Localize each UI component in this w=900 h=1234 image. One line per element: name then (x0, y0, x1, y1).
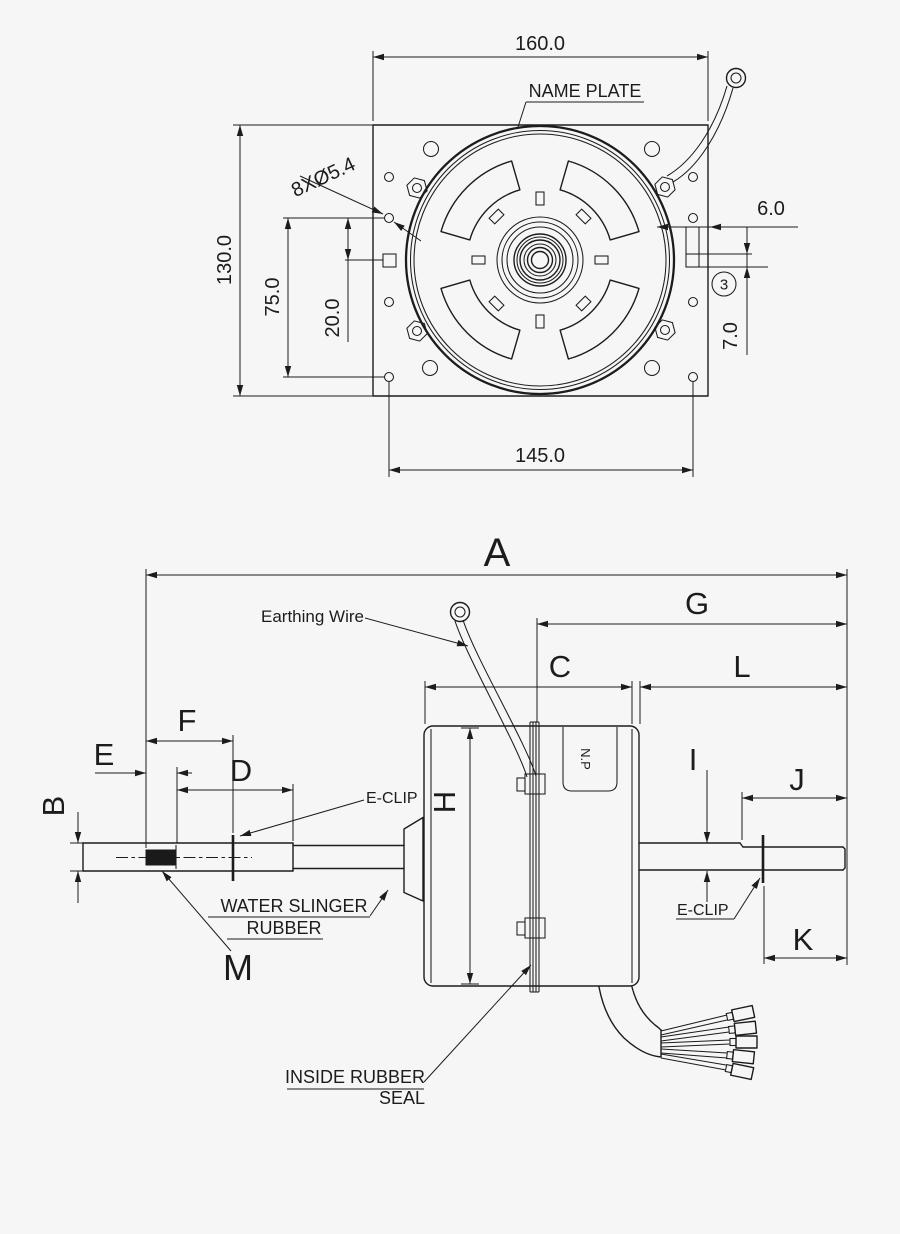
dim-145: 145.0 (388, 382, 694, 477)
earthing-wire-side (449, 601, 537, 778)
dim-I-label: I (689, 742, 698, 777)
vent-slot-ne (559, 160, 640, 241)
holes-note-label: 8XØ5.4 (288, 153, 359, 202)
earthing-wire-label: Earthing Wire (261, 607, 364, 626)
rotor-slots (471, 191, 609, 329)
dim-L-label: L (733, 649, 750, 684)
top-view: 160.0 130.0 75.0 20.0 145.0 (214, 33, 798, 477)
name-plate-side (562, 727, 618, 792)
wire-connectors (724, 1004, 758, 1081)
earthing-wire-callout: Earthing Wire (261, 607, 469, 647)
holes-note: 8XØ5.4 (288, 153, 422, 242)
vent-slot-nw (440, 160, 521, 241)
dim-J-label: J (789, 762, 805, 797)
dim-C-label: C (549, 649, 571, 684)
name-plate-abbr: N.P (578, 748, 593, 770)
dim-A: A (146, 531, 847, 579)
lead-wires (598, 986, 758, 1081)
shaft-right (638, 835, 846, 883)
dim-75-label: 75.0 (262, 278, 284, 317)
dim-K: K (764, 922, 847, 962)
dim-D-label: D (230, 753, 252, 788)
e-clip-left-callout: E-CLIP (239, 790, 418, 837)
e-clip-right-label: E-CLIP (677, 902, 729, 919)
dim-160-label: 160.0 (515, 33, 565, 55)
e-clip-right-callout: E-CLIP (676, 877, 761, 920)
dim-M-label: M (223, 947, 253, 988)
e-clip-left-label: E-CLIP (366, 790, 418, 807)
cable-sheath (598, 986, 662, 1058)
corner-holes (421, 140, 661, 377)
dim-L: L (640, 649, 847, 691)
dim-K-label: K (793, 922, 814, 957)
dim-C: C (425, 649, 632, 691)
ring-terminal-side (449, 601, 471, 623)
dim-H-label: H (427, 791, 462, 813)
wires (660, 1014, 731, 1071)
dim-E: E (94, 737, 192, 777)
earthing-wire-top (666, 67, 747, 183)
dim-75: 75.0 (262, 217, 384, 378)
water-slinger-rubber (403, 816, 424, 902)
balloon-3-label: 3 (720, 277, 728, 294)
shaft-left (82, 816, 424, 902)
ring-terminal-top (725, 67, 747, 89)
dim-H: H (427, 728, 474, 984)
dim-6: 6.0 (657, 198, 798, 231)
vent-slot-se (559, 279, 640, 360)
dim-J: J (742, 762, 847, 802)
mounting-holes (383, 171, 699, 383)
flange-bolt-top (516, 773, 546, 795)
inside-seal-label-2: SEAL (379, 1088, 425, 1108)
motor-rim (404, 124, 676, 396)
dim-B: B (36, 796, 82, 903)
dim-F: F (146, 703, 233, 745)
side-tab-detail (685, 226, 768, 268)
inside-seal-callout: INSIDE RUBBER SEAL (285, 964, 532, 1108)
vent-slot-sw (440, 279, 521, 360)
dim-D: D (177, 753, 293, 794)
inside-seal-label-1: INSIDE RUBBER (285, 1067, 425, 1087)
dim-130: 130.0 (214, 124, 373, 397)
dim-E-label: E (94, 737, 115, 772)
hex-bolts (406, 176, 676, 342)
name-plate-callout: NAME PLATE (517, 81, 644, 128)
dim-I: I (689, 742, 711, 902)
left-edge-square (382, 253, 397, 268)
dim-M: M (161, 870, 253, 988)
dim-G-label: G (685, 586, 709, 621)
dim-B-label: B (36, 796, 71, 817)
name-plate-label: NAME PLATE (529, 81, 642, 101)
vent-slots (440, 160, 640, 360)
motor-body-outline (423, 725, 640, 987)
dim-6-label: 6.0 (757, 198, 785, 220)
tab-square (685, 253, 700, 268)
shaft-hub (496, 216, 584, 304)
dim-20: 20.0 (322, 218, 352, 342)
dim-G: G (537, 586, 847, 628)
water-slinger-label-1: WATER SLINGER (220, 896, 367, 916)
extension-lines (70, 569, 848, 985)
dim-20-label: 20.0 (322, 299, 344, 338)
dim-130-label: 130.0 (214, 235, 236, 285)
water-slinger-label-2: RUBBER (246, 918, 321, 938)
balloon-3: 3 (711, 271, 737, 297)
side-view: N.P (36, 531, 848, 1108)
dim-7-label: 7.0 (720, 322, 742, 350)
dim-145-label: 145.0 (515, 445, 565, 467)
dim-A-label: A (484, 531, 511, 575)
motor-body: N.P (423, 721, 640, 993)
dim-160: 160.0 (372, 33, 709, 121)
dim-7: 7.0 (720, 227, 751, 355)
flange-bolt-bottom (516, 917, 546, 939)
water-slinger-callout: WATER SLINGER RUBBER (208, 889, 389, 940)
dim-F-label: F (178, 703, 197, 738)
mounting-plate-outline (372, 124, 709, 397)
